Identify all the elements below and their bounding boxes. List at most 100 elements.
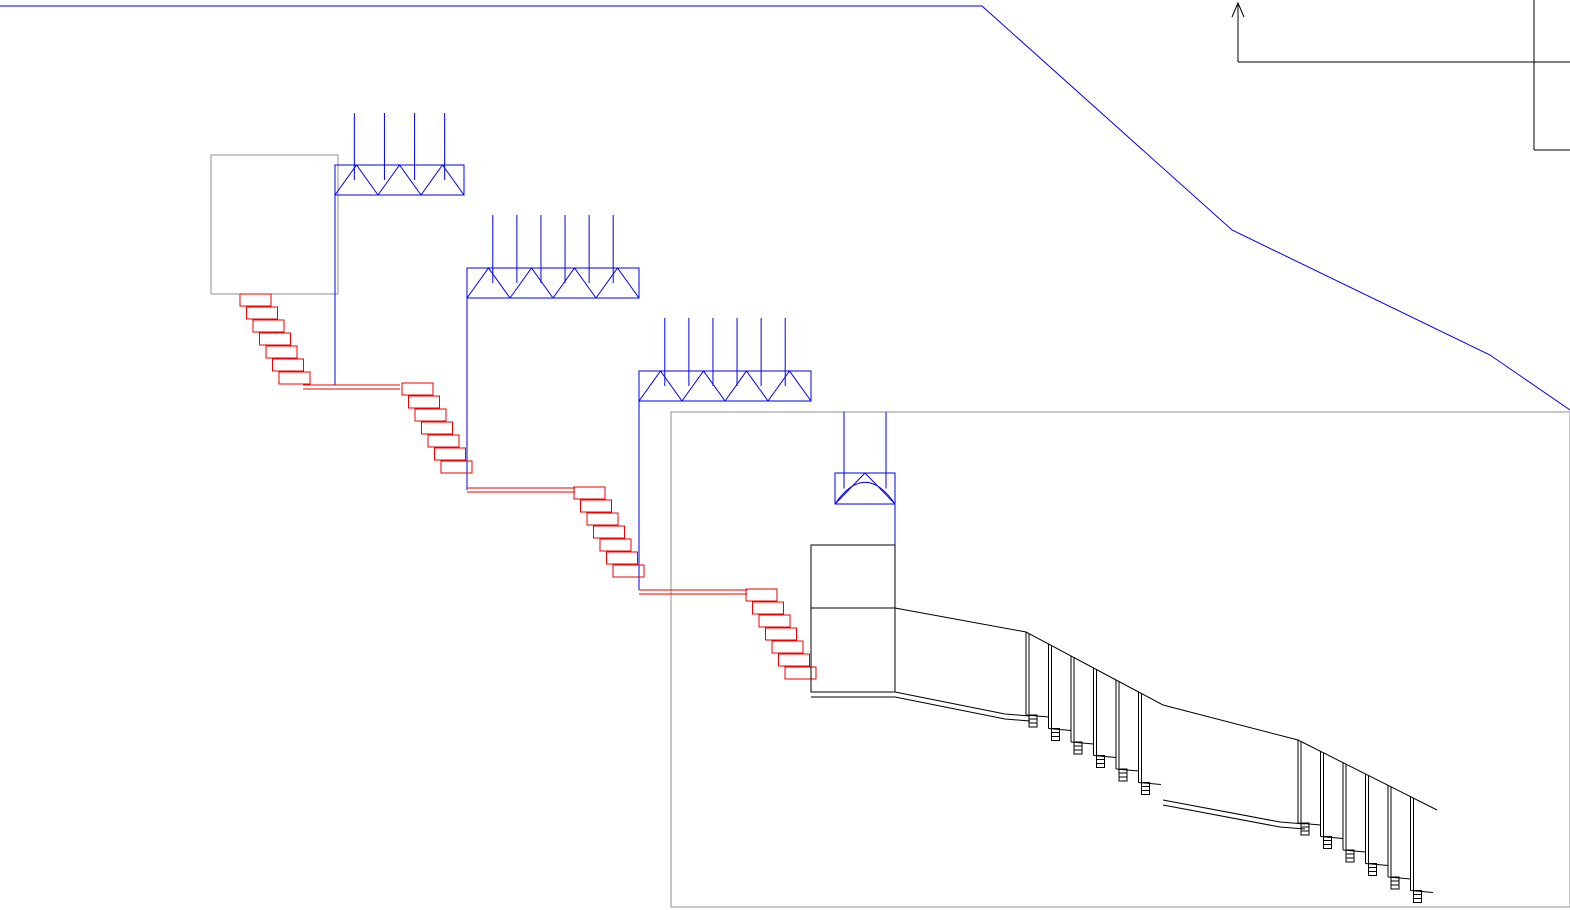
- step-group-1-step-detail: [1141, 790, 1150, 795]
- step-group-2-tread: [1342, 849, 1366, 853]
- stair-run-3-step: [606, 551, 638, 565]
- stair-run-1: [239, 293, 400, 390]
- step-group-2-step-detail: [1413, 894, 1422, 899]
- step-group-1-tread: [1070, 741, 1094, 745]
- stair-run-1-step: [278, 371, 311, 385]
- step-group-1-tread: [1048, 728, 1072, 731]
- step-group-1-step-detail: [1141, 786, 1150, 791]
- truss-3-web: [681, 370, 726, 402]
- black-structure-layer: [810, 544, 1438, 903]
- gray-frame-large: [670, 411, 1570, 908]
- step-group-1-step-detail: [1051, 736, 1060, 741]
- blue-profile-line: [0, 5, 1570, 411]
- step-group-1-step-detail: [1118, 772, 1128, 778]
- stair-run-4-step: [758, 614, 791, 628]
- step-group-2-tread: [1410, 890, 1434, 893]
- step-group-1-step-detail: [1028, 718, 1038, 724]
- step-group-1-tread: [1093, 755, 1117, 758]
- stair-run-3-step: [580, 499, 612, 513]
- red-stair-layer: [239, 293, 817, 680]
- truss-2-web: [509, 267, 554, 299]
- truss-1: [334, 113, 465, 385]
- truss-layer: [334, 113, 896, 692]
- truss-4-arch: [834, 481, 896, 505]
- step-group-1-step-detail: [1096, 759, 1105, 764]
- stair-run-2-step: [440, 460, 473, 474]
- step-group-2-step-detail: [1345, 857, 1355, 863]
- truss-1-web: [420, 164, 465, 196]
- stair-run-3-step: [612, 564, 645, 578]
- step-group-1-tread: [1115, 768, 1139, 772]
- axis-marker: [1231, 0, 1570, 151]
- step-group-1: [1025, 632, 1162, 795]
- step-group-2-tread: [1320, 836, 1344, 839]
- lower-slab-line-2: [894, 696, 1031, 722]
- stair-run-3-step: [593, 525, 625, 539]
- step-group-2: [1297, 740, 1434, 903]
- step-group-1-step-detail: [1051, 732, 1060, 737]
- lower-slab-line-4: [1162, 804, 1306, 830]
- step-group-2-step-detail: [1368, 871, 1377, 876]
- stair-run-1-step: [239, 293, 272, 307]
- stair-run-1-step: [246, 306, 278, 320]
- step-group-1-step-detail: [1073, 745, 1083, 751]
- truss-3-web: [724, 370, 769, 402]
- truss-4-web: [834, 472, 896, 505]
- stair-run-3-step: [573, 486, 606, 500]
- step-group-2-tread: [1365, 863, 1389, 866]
- axis-arrow-head: [1231, 1, 1245, 18]
- step-group-2-step-detail: [1413, 898, 1422, 903]
- stair-run-2-step: [401, 382, 434, 396]
- step-group-2-step-detail: [1345, 853, 1355, 859]
- step-group-1-step-detail: [1118, 776, 1128, 782]
- step-group-2-step-detail: [1323, 844, 1332, 849]
- truss-2-web: [552, 267, 597, 299]
- stair-run-2-step: [408, 395, 440, 409]
- stair-run-2-step: [414, 408, 447, 422]
- truss-1-web: [334, 164, 379, 196]
- stair-run-4: [745, 588, 817, 680]
- stair-run-4-step: [784, 666, 817, 680]
- lower-slab-line-1: [894, 691, 1031, 717]
- truss-3-web: [767, 370, 812, 402]
- gray-frame-small: [210, 154, 339, 295]
- truss-2: [466, 215, 640, 490]
- step-group-1-tread: [1025, 714, 1049, 718]
- stair-run-4-step: [771, 640, 804, 654]
- truss-3: [638, 318, 812, 590]
- stair-run-1-step: [259, 332, 291, 346]
- step-group-2-step-detail: [1390, 880, 1400, 886]
- truss-3-web: [638, 370, 683, 402]
- lower-slab-line-3: [1162, 799, 1306, 825]
- step-group-1-tread: [1138, 782, 1162, 785]
- black-slabs: [894, 607, 1438, 830]
- stair-run-4-step: [778, 653, 810, 667]
- stair-run-1-step: [252, 319, 285, 333]
- truss-1-web: [377, 164, 422, 196]
- stair-run-3: [573, 486, 747, 595]
- stair-run-4-step: [745, 588, 778, 602]
- step-group-2-step-detail: [1390, 884, 1400, 890]
- stair-run-3-step: [599, 538, 632, 552]
- stair-run-2-step: [427, 434, 460, 448]
- step-group-1-step-detail: [1073, 749, 1083, 755]
- stair-run-3-step: [586, 512, 619, 526]
- truss-2-web: [466, 267, 511, 299]
- black-column: [810, 544, 896, 698]
- step-group-2-tread: [1297, 822, 1321, 826]
- truss-2-web: [595, 267, 640, 299]
- step-group-1-step-detail: [1096, 763, 1105, 768]
- stair-run-2: [401, 382, 575, 493]
- stair-run-1-step: [265, 345, 298, 359]
- step-group-2-step-detail: [1368, 867, 1377, 872]
- stair-run-2-step: [421, 421, 453, 435]
- step-group-2-step-detail: [1300, 830, 1310, 836]
- step-group-2-step-detail: [1323, 840, 1332, 845]
- stair-run-2-step: [434, 447, 466, 461]
- stair-run-1-step: [272, 358, 304, 372]
- stair-run-4-step: [752, 601, 784, 615]
- step-group-1-step-detail: [1028, 722, 1038, 728]
- step-group-2-tread: [1387, 876, 1411, 880]
- stair-run-4-step: [765, 627, 797, 641]
